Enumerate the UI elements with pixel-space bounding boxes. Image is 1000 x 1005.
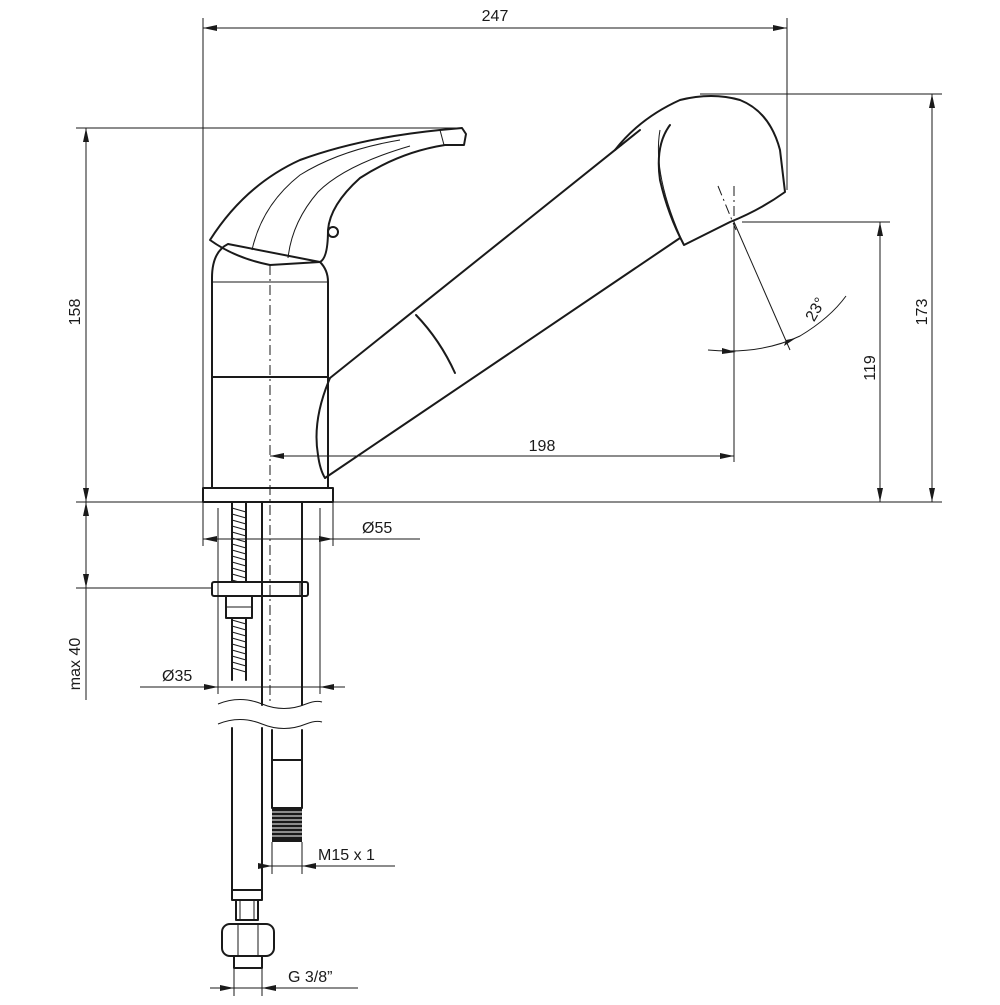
dim-spout-height-label: 119 bbox=[862, 355, 879, 381]
mounting-washer bbox=[211, 581, 309, 597]
spout-lower-edge bbox=[324, 237, 681, 479]
dim-total-height: 173 bbox=[700, 93, 942, 502]
spray-head-contour bbox=[657, 129, 685, 246]
body-cylinder bbox=[211, 243, 329, 489]
dim-body-height: 158 bbox=[67, 127, 460, 502]
lever-screw bbox=[327, 226, 339, 238]
dim-spout-reach: 198 bbox=[270, 222, 735, 462]
spray-head-notch bbox=[611, 144, 623, 153]
dim-total-width: 247 bbox=[202, 8, 788, 488]
dim-mount-hole: Ø35 bbox=[140, 508, 345, 694]
break-line-upper bbox=[217, 699, 323, 709]
spout-neck bbox=[315, 377, 331, 479]
spout-joint-line bbox=[415, 314, 456, 374]
dim-base-diameter-label: Ø55 bbox=[362, 520, 392, 537]
dim-supply-connection-label: G 3/8” bbox=[288, 969, 332, 986]
lever-outline bbox=[209, 127, 467, 266]
dim-mount-hole-label: Ø35 bbox=[162, 668, 192, 685]
spray-head-outline bbox=[614, 95, 786, 246]
break-line-lower bbox=[217, 719, 323, 729]
lever-handle bbox=[209, 127, 467, 266]
dim-base-diameter: Ø55 bbox=[202, 502, 420, 546]
lever-contour-2 bbox=[287, 145, 411, 259]
base-plate bbox=[202, 487, 334, 503]
dim-total-width-label: 247 bbox=[482, 8, 509, 25]
dim-spout-reach-label: 198 bbox=[529, 438, 556, 455]
dim-body-height-label: 158 bbox=[67, 299, 84, 326]
dim-spray-angle: 23° bbox=[707, 221, 847, 354]
dim-counter-thickness: max 40 bbox=[67, 502, 212, 700]
lever-contour-1 bbox=[251, 139, 401, 251]
pull-out-spout bbox=[315, 95, 786, 479]
dim-total-height-label: 173 bbox=[914, 299, 931, 326]
dim-counter-thickness-label: max 40 bbox=[67, 638, 84, 691]
dim-hose-thread-label: M15 x 1 bbox=[318, 847, 375, 864]
dim-spout-height: 119 bbox=[742, 221, 890, 502]
faucet-body bbox=[202, 243, 334, 503]
dim-supply-connection: G 3/8” bbox=[210, 968, 358, 996]
mounting-assembly bbox=[211, 501, 323, 969]
g38-fitting bbox=[221, 889, 275, 969]
m15-thread bbox=[272, 808, 302, 842]
dim-hose-thread: M15 x 1 bbox=[258, 842, 395, 874]
lever-tip-line bbox=[439, 129, 445, 146]
spout-upper-edge bbox=[329, 129, 641, 379]
dim-spray-angle-label: 23° bbox=[803, 295, 830, 324]
m15-fitting bbox=[271, 759, 303, 809]
center-lines bbox=[269, 185, 737, 705]
